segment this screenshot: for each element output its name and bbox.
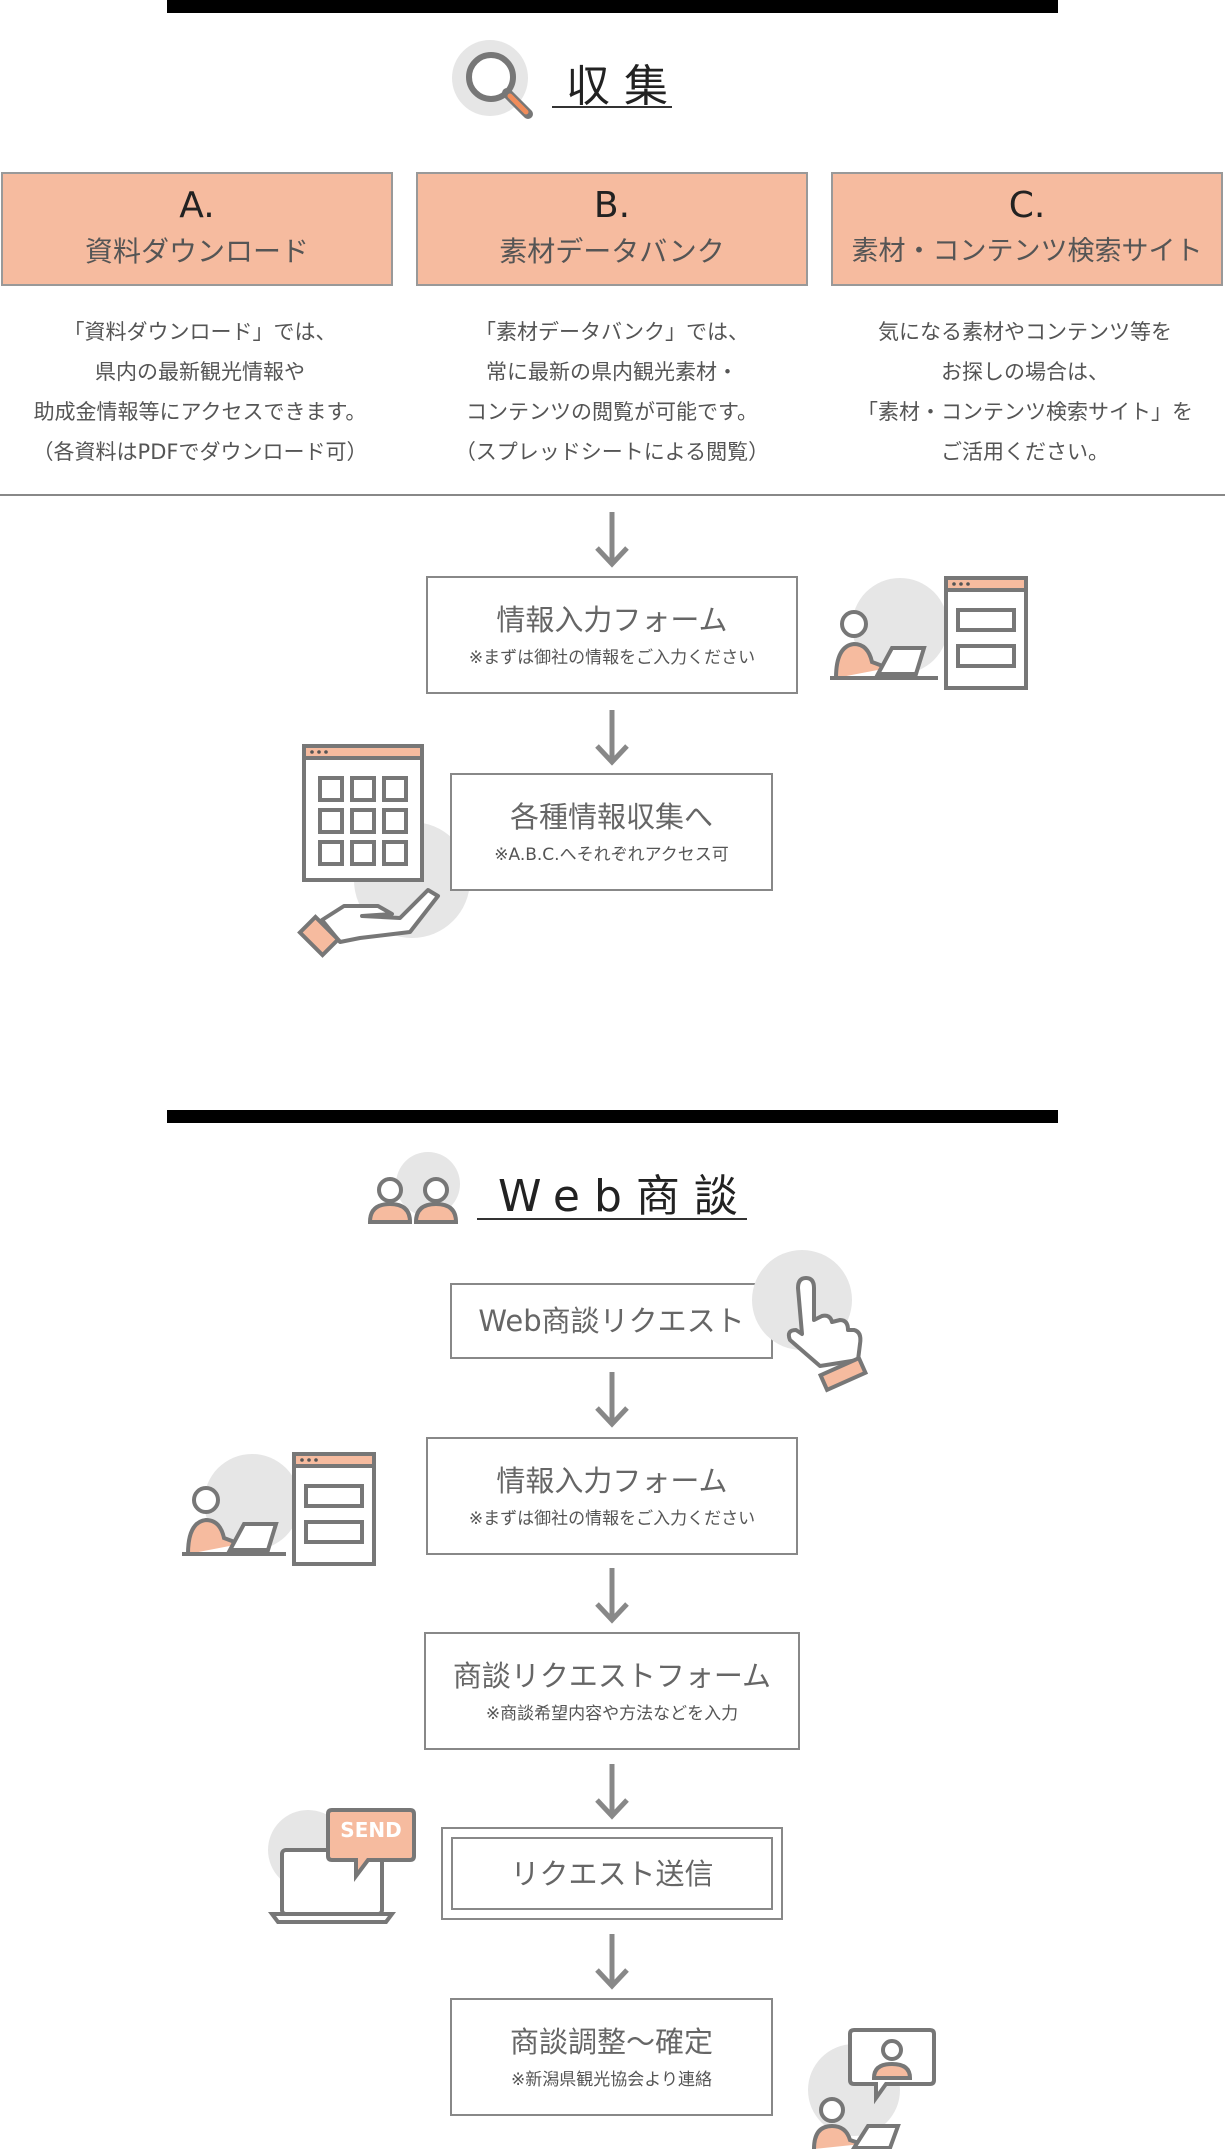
step-title: 商談調整～確定 [509, 2025, 713, 2059]
card-name: 素材データバンク [499, 235, 725, 268]
web-request-box[interactable]: Web商談リクエスト [450, 1283, 773, 1359]
card-name: 資料ダウンロード [84, 235, 309, 268]
laptop-send-icon: SEND [268, 1806, 418, 1926]
person-form-icon [182, 1452, 376, 1566]
arrow-down-icon [595, 1372, 629, 1428]
video-meeting-icon [808, 2028, 936, 2149]
card-letter: B. [593, 185, 631, 226]
step-title: Web商談リクエスト [478, 1304, 745, 1338]
arrow-down-icon [595, 512, 629, 568]
section-title-web: Web商談 [498, 1171, 752, 1222]
divider [0, 494, 1225, 496]
card-letter: A. [179, 185, 215, 226]
step-note: ※まずは御社の情報をご入力ください [468, 648, 756, 668]
pointer-hand-icon [752, 1250, 869, 1393]
info-collection-box[interactable]: 各種情報収集へ ※A.B.C.へそれぞれアクセス可 [450, 773, 773, 891]
card-a-description: 「資料ダウンロード」では、 県内の最新観光情報や 助成金情報等にアクセスできます… [32, 320, 368, 464]
meeting-request-form-box[interactable]: 商談リクエストフォーム ※商談希望内容や方法などを入力 [424, 1632, 800, 1750]
card-name: 素材・コンテンツ検索サイト [851, 236, 1203, 267]
card-b[interactable]: B. 素材データバンク [416, 172, 808, 286]
section-top-bar [167, 1110, 1058, 1123]
arrow-down-icon [595, 710, 629, 766]
step-title: 各種情報収集へ [509, 800, 713, 834]
step-title: 情報入力フォーム [496, 603, 728, 637]
card-a[interactable]: A. 資料ダウンロード [1, 172, 393, 286]
step-title: リクエスト送信 [510, 1857, 714, 1891]
card-c-description: 気になる素材やコンテンツ等を お探しの場合は、 「素材・コンテンツ検索サイト」を… [857, 320, 1193, 464]
card-c[interactable]: C. 素材・コンテンツ検索サイト [831, 172, 1223, 286]
card-b-description: 「素材データバンク」では、 常に最新の県内観光素材・ コンテンツの閲覧が可能です… [454, 320, 770, 464]
arrow-down-icon [595, 1568, 629, 1624]
meeting-confirm-box[interactable]: 商談調整～確定 ※新潟県観光協会より連絡 [450, 1998, 773, 2116]
section-top-bar [167, 0, 1058, 13]
send-request-inner-frame: リクエスト送信 [451, 1837, 773, 1910]
search-icon [452, 40, 533, 119]
title-underline [477, 1218, 747, 1220]
step-note: ※商談希望内容や方法などを入力 [485, 1704, 739, 1724]
title-underline [552, 106, 672, 108]
hand-grid-icon [297, 744, 470, 958]
web-info-input-form-box[interactable]: 情報入力フォーム ※まずは御社の情報をご入力ください [426, 1437, 798, 1555]
arrow-down-icon [595, 1934, 629, 1990]
step-note: ※新潟県観光協会より連絡 [511, 2070, 712, 2090]
person-form-icon [830, 576, 1028, 690]
step-title: 情報入力フォーム [496, 1464, 728, 1498]
send-request-button[interactable]: リクエスト送信 [441, 1827, 783, 1920]
send-label: SEND [340, 1818, 402, 1842]
arrow-down-icon [595, 1764, 629, 1820]
step-note: ※まずは御社の情報をご入力ください [468, 1509, 756, 1529]
section-title-collection: 収集 [566, 61, 682, 112]
card-letter: C. [1008, 185, 1046, 226]
step-title: 商談リクエストフォーム [452, 1659, 772, 1693]
step-note: ※A.B.C.へそれぞれアクセス可 [494, 845, 729, 865]
users-icon [367, 1152, 460, 1224]
info-input-form-box[interactable]: 情報入力フォーム ※まずは御社の情報をご入力ください [426, 576, 798, 694]
